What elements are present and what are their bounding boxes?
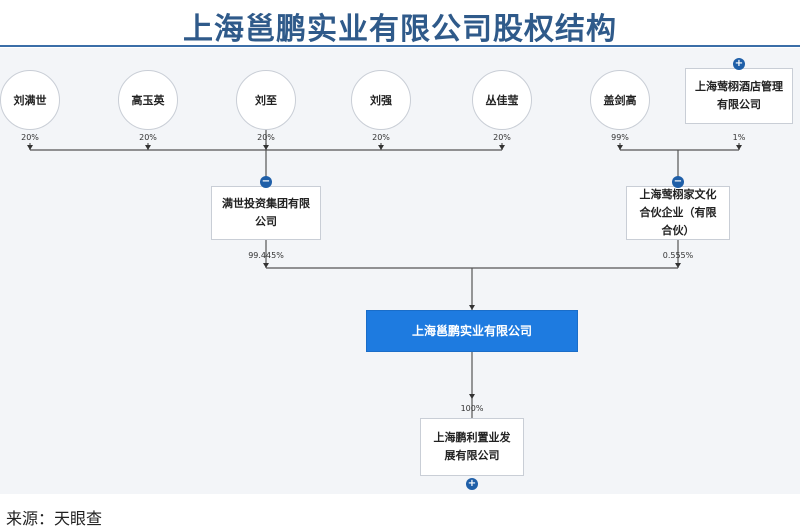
share-percent: 20% xyxy=(139,133,157,142)
source-caption: 来源：天眼查 xyxy=(6,509,103,528)
share-percent: 20% xyxy=(21,133,39,142)
share-percent: 0.555% xyxy=(662,251,694,260)
share-percent: 99% xyxy=(611,133,629,142)
collapse-icon[interactable]: − xyxy=(260,176,272,188)
main-company-node[interactable]: 上海邕鹏实业有限公司 xyxy=(366,310,578,352)
share-percent: 20% xyxy=(372,133,390,142)
expand-icon[interactable]: + xyxy=(733,58,745,70)
shareholder-name: 丛佳莹 xyxy=(485,94,519,107)
company-name: 满世投资集团有限公司 xyxy=(222,197,310,228)
title-band: 上海邕鹏实业有限公司股权结构 xyxy=(0,0,800,47)
subsidiary-node[interactable]: 上海鹏利置业发展有限公司 xyxy=(420,418,524,476)
shareholder-name: 刘至 xyxy=(255,94,277,107)
shareholder-node[interactable]: 刘满世 xyxy=(0,70,60,130)
share-percent: 99.445% xyxy=(248,251,284,260)
shareholder-name: 刘强 xyxy=(370,94,392,107)
shareholder-node[interactable]: 刘强 xyxy=(351,70,411,130)
share-percent: 20% xyxy=(257,133,275,142)
holding-company-left[interactable]: 满世投资集团有限公司 xyxy=(211,186,321,240)
company-name: 上海鹏利置业发展有限公司 xyxy=(433,431,511,462)
holding-company-right[interactable]: 上海莺栩家文化合伙企业（有限合伙） xyxy=(626,186,730,240)
share-percent: 20% xyxy=(493,133,511,142)
shareholder-name: 高玉英 xyxy=(131,94,165,107)
expand-icon[interactable]: + xyxy=(466,478,478,490)
company-name: 上海邕鹏实业有限公司 xyxy=(411,324,532,338)
shareholder-name: 盖剑高 xyxy=(603,94,637,107)
collapse-icon[interactable]: − xyxy=(672,176,684,188)
share-percent: 1% xyxy=(732,133,746,142)
company-name: 上海莺栩酒店管理有限公司 xyxy=(695,80,783,111)
shareholder-company-node[interactable]: 上海莺栩酒店管理有限公司 xyxy=(685,68,793,124)
shareholder-node[interactable]: 丛佳莹 xyxy=(472,70,532,130)
shareholder-node[interactable]: 刘至 xyxy=(236,70,296,130)
title-divider xyxy=(0,45,800,47)
shareholder-node[interactable]: 盖剑高 xyxy=(590,70,650,130)
shareholder-name: 刘满世 xyxy=(13,94,47,107)
page-title: 上海邕鹏实业有限公司股权结构 xyxy=(183,12,617,47)
share-percent: 100% xyxy=(460,404,484,413)
company-name: 上海莺栩家文化合伙企业（有限合伙） xyxy=(639,188,717,237)
shareholder-node[interactable]: 高玉英 xyxy=(118,70,178,130)
